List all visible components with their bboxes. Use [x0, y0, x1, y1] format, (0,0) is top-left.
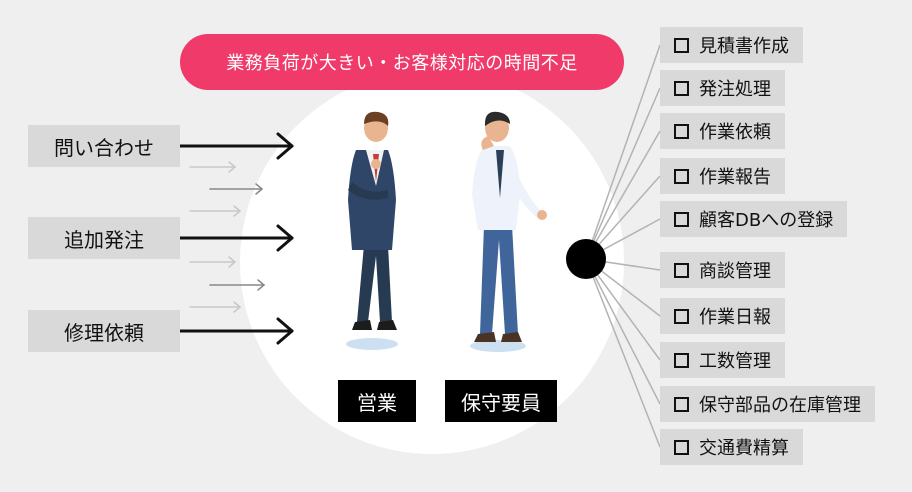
maintenance-person-illustration: [470, 111, 547, 352]
task-label: 保守部品の在庫管理: [699, 395, 861, 416]
checkbox-icon: [674, 262, 689, 278]
input-inquiry-label: 問い合わせ: [28, 125, 180, 167]
task-item: 工数管理: [660, 342, 785, 378]
task-item: 作業報告: [660, 158, 785, 194]
task-label: 顧客DBへの登録: [699, 210, 834, 231]
task-item: 作業日報: [660, 298, 785, 334]
task-label: 発注処理: [699, 79, 771, 100]
checkbox-icon: [674, 439, 689, 455]
role-sales-label: 営業: [338, 380, 416, 422]
checkbox-icon: [674, 308, 689, 324]
checkbox-icon: [674, 37, 689, 53]
role-maintenance-label: 保守要員: [445, 380, 557, 422]
task-label: 工数管理: [699, 351, 771, 372]
task-label: 作業報告: [699, 167, 771, 188]
task-item: 見積書作成: [660, 27, 803, 63]
task-item: 発注処理: [660, 70, 785, 106]
checkbox-icon: [674, 396, 689, 412]
input-additional-order-label: 追加発注: [28, 217, 180, 259]
task-item: 保守部品の在庫管理: [660, 386, 875, 422]
task-label: 作業日報: [699, 307, 771, 328]
task-label: 見積書作成: [699, 36, 789, 57]
checkbox-icon: [674, 352, 689, 368]
input-repair-request-label: 修理依頼: [28, 310, 180, 352]
task-item: 作業依頼: [660, 113, 785, 149]
arrow-repair-request: [178, 317, 294, 345]
task-label: 交通費精算: [699, 438, 789, 459]
checkbox-icon: [674, 80, 689, 96]
checkbox-icon: [674, 211, 689, 227]
arrow-additional-order: [178, 224, 294, 252]
checkbox-icon: [674, 123, 689, 139]
task-item: 顧客DBへの登録: [660, 201, 848, 237]
hub-dot: [566, 239, 606, 279]
task-item: 商談管理: [660, 252, 785, 288]
task-label: 作業依頼: [699, 122, 771, 143]
checkbox-icon: [674, 168, 689, 184]
sales-person-illustration: [346, 111, 398, 350]
task-item: 交通費精算: [660, 429, 803, 465]
connector-lines: [585, 44, 661, 448]
minor-arrows: [189, 161, 266, 313]
problem-banner: 業務負荷が大きい・お客様対応の時間不足: [180, 34, 624, 90]
task-label: 商談管理: [699, 261, 771, 282]
arrow-inquiry: [178, 132, 294, 160]
center-circle: [240, 70, 624, 454]
